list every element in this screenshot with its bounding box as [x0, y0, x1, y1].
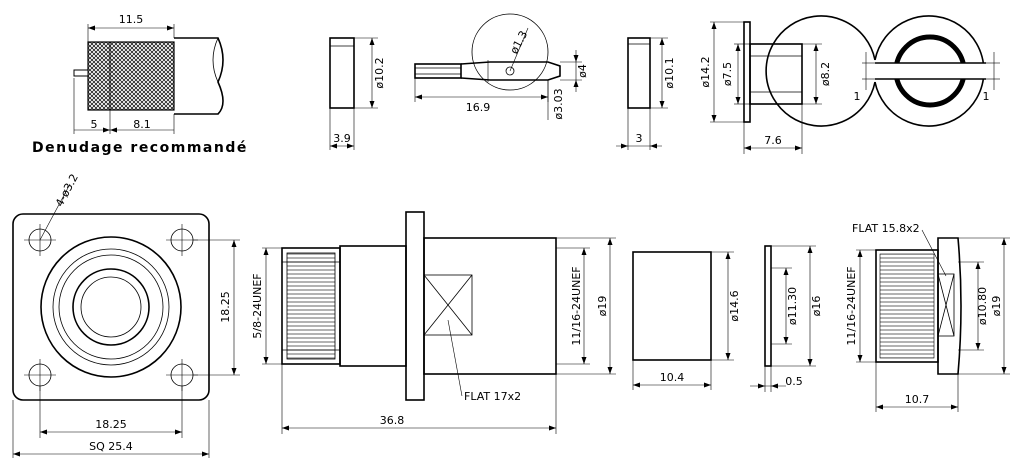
ferrule-flange-dim: ø14.2 — [699, 56, 712, 87]
body-thread-right-dim: 11/16-24UNEF — [570, 266, 583, 345]
sleeve-part: ø14.6 10.4 — [632, 251, 741, 390]
ring-width-dim: 3.9 — [333, 132, 351, 145]
sleeve-dia-dim: ø14.6 — [728, 290, 741, 321]
collet-gap-right-dim: 1 — [983, 90, 990, 103]
washer-width-dim: 3 — [636, 132, 643, 145]
flange-height-dim: 18.25 — [219, 291, 232, 323]
nut-part: FLAT 15.8x2 11/16-24UNEF ø10.80 ø19 10.7 — [845, 222, 1010, 412]
pin-tip-dim: ø3.03 — [552, 88, 565, 119]
nut-thread-dim: 11/16-24UNEF — [845, 266, 858, 345]
washer-part: ø10.1 3 — [616, 37, 676, 150]
ferrule-outer-dim: ø8.2 — [819, 62, 832, 86]
nut-inner-dim: ø10.80 — [976, 287, 989, 325]
collet-gap-left-dim: 1 — [854, 90, 861, 103]
nut-dia-dim: ø19 — [990, 296, 1003, 317]
pin-dia-dim: ø4 — [576, 64, 589, 78]
nut-flat-dim: FLAT 15.8x2 — [852, 222, 920, 235]
gasket-inner-dim: ø11.30 — [786, 287, 799, 325]
ring-part: ø10.2 3.9 — [329, 37, 386, 150]
pin-length-dim: 16.9 — [466, 101, 491, 114]
ferrule-part: ø14.2 ø7.5 ø8.2 7.6 — [699, 21, 832, 154]
gasket-part: ø11.30 ø16 0.5 — [750, 245, 823, 392]
ferrule-inner-dim: ø7.5 — [721, 62, 734, 86]
strip-overall-dim: 11.5 — [119, 13, 144, 26]
body-flat-dim: FLAT 17x2 — [464, 390, 521, 403]
pin-hole-dim: ø1.3 — [507, 29, 530, 57]
strip-right-dim: 8.1 — [133, 118, 151, 131]
flange-front-view: 4-ø3.2 18.25 18.25 SQ 25.4 — [12, 172, 240, 458]
cable-strip-detail: 11.5 5 8.1 Denudage recommandé — [32, 13, 248, 156]
washer-dia-dim: ø10.1 — [663, 57, 676, 88]
body-thread-left-dim: 5/8-24UNEF — [251, 273, 264, 338]
strip-caption: Denudage recommandé — [32, 140, 248, 156]
body-length-dim: 36.8 — [380, 414, 405, 427]
gasket-thickness-dim: 0.5 — [785, 375, 803, 388]
sleeve-length-dim: 10.4 — [660, 371, 685, 384]
nut-length-dim: 10.7 — [905, 393, 930, 406]
flange-square-dim: SQ 25.4 — [89, 440, 133, 453]
gasket-outer-dim: ø16 — [810, 296, 823, 317]
contact-pin: ø1.3 ø4 16.9 ø3.03 — [414, 13, 589, 120]
collet-end-view: 1 1 — [765, 15, 1000, 127]
flange-pitch-dim: 18.25 — [95, 418, 127, 431]
ferrule-length-dim: 7.6 — [764, 134, 782, 147]
body-dia-dim: ø19 — [596, 296, 609, 317]
ring-dia-dim: ø10.2 — [373, 57, 386, 88]
connector-body: 5/8-24UNEF 11/16-24UNEF ø19 FLAT 17x2 36… — [251, 211, 616, 434]
strip-left-dim: 5 — [91, 118, 98, 131]
flange-holes-dim: 4-ø3.2 — [53, 172, 81, 209]
